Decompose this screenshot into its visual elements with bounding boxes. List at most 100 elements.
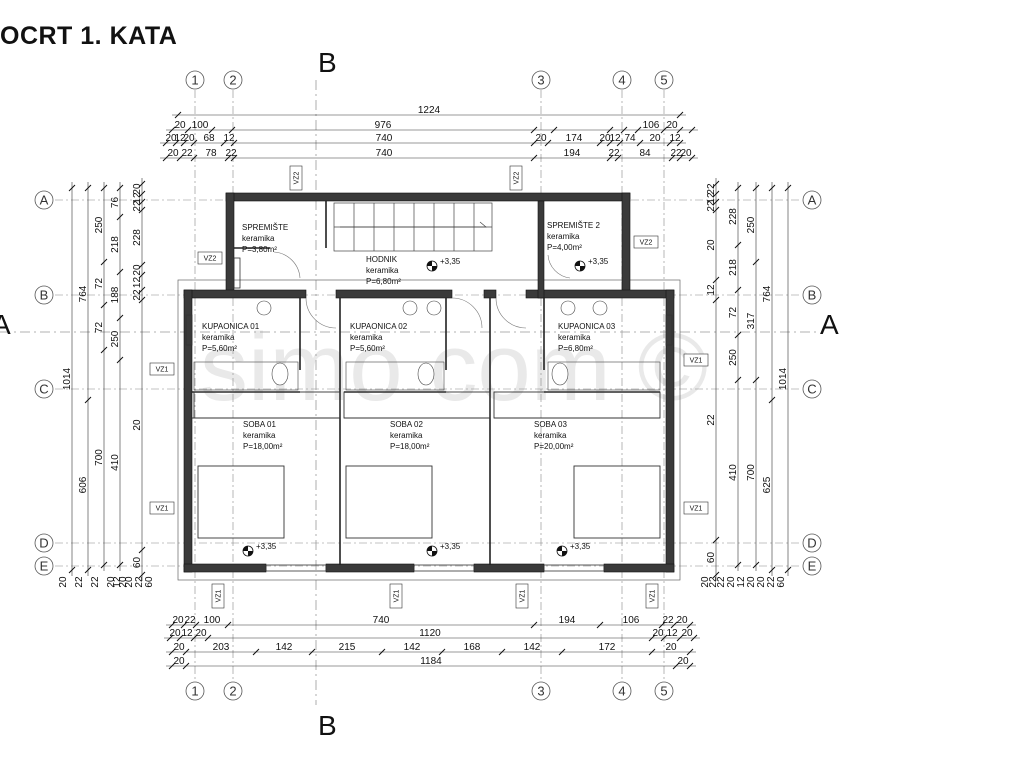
dim-top: 20	[174, 120, 186, 131]
dim-right: 250	[728, 349, 739, 366]
axis-label-row: B	[808, 288, 817, 303]
axis-bubble	[531, 70, 551, 90]
dim-top: 106	[643, 120, 660, 131]
vent-label: VZ2	[640, 240, 653, 247]
room-area: P=20,00m²	[534, 442, 574, 451]
dim-right: 22	[706, 200, 717, 212]
vent-tag	[149, 362, 175, 376]
dim-top: 78	[205, 148, 217, 159]
dim-bottom: 100	[204, 615, 221, 626]
axis-bubble	[185, 681, 205, 701]
axis-bubble	[34, 285, 54, 305]
section-label-right-a: A	[820, 309, 839, 340]
vent-tag	[683, 353, 709, 367]
dim-right-bottom: 20	[746, 576, 757, 588]
dim-right: 625	[762, 476, 773, 493]
dim-right: 700	[746, 464, 757, 481]
dim-left: 20	[132, 264, 143, 276]
room-finish: keramika	[547, 232, 580, 241]
vent-tag	[683, 501, 709, 515]
dim-left: 20	[132, 419, 143, 431]
dim-right: 72	[728, 307, 739, 319]
vent-tag	[289, 165, 303, 191]
dim-right-bottom: 20	[756, 576, 767, 588]
dim-left: 12	[132, 192, 143, 204]
dim-bottom: 12	[666, 628, 678, 639]
axis-bubble	[802, 285, 822, 305]
dim-bottom: 20	[169, 628, 181, 639]
dim-bottom: 106	[623, 615, 640, 626]
dim-bottom: 20	[676, 615, 688, 626]
dim-left: 764	[78, 285, 89, 302]
dim-right-bottom: 22	[708, 576, 719, 588]
axis-label-row: D	[39, 536, 48, 551]
axis-label-column: 2	[229, 684, 236, 699]
dim-left-bottom: 20	[58, 576, 69, 588]
room-name: KUPAONICA 01	[202, 322, 260, 331]
section-label-top-b: B	[318, 47, 337, 78]
dim-bottom: 20	[665, 642, 677, 653]
dim-bottom: 142	[524, 642, 541, 653]
dim-top: 20	[165, 133, 177, 144]
dim-left: 228	[132, 229, 143, 246]
vent-tag	[149, 501, 175, 515]
axis-bubble	[802, 556, 822, 576]
level-value: +3,35	[570, 542, 591, 551]
dim-bottom: 1120	[419, 628, 441, 639]
dim-left: 72	[94, 322, 105, 334]
dim-left-bottom: 20	[106, 576, 117, 588]
axis-bubble	[802, 379, 822, 399]
dim-left: 250	[94, 216, 105, 233]
room-area: P=5,60m²	[202, 344, 237, 353]
dim-left: 188	[110, 286, 121, 303]
dim-top: 68	[203, 133, 215, 144]
axis-label-row: A	[40, 193, 49, 208]
dim-top: 20	[599, 133, 611, 144]
room-finish: keramika	[558, 333, 591, 342]
dim-left: 60	[132, 557, 143, 569]
dim-right: 12	[706, 192, 717, 204]
vent-tag	[645, 583, 659, 609]
dim-bottom: 203	[213, 642, 230, 653]
axis-bubble	[654, 70, 674, 90]
dim-right: 410	[728, 464, 739, 481]
room-finish: keramika	[243, 431, 276, 440]
dim-top: 22	[670, 148, 682, 159]
room-name: SOBA 01	[243, 420, 276, 429]
dim-bottom: 20	[195, 628, 207, 639]
dim-top: 12	[609, 133, 621, 144]
vent-label: VZ1	[216, 589, 223, 602]
axis-bubble	[34, 533, 54, 553]
vent-tag	[509, 165, 523, 191]
room-name: KUPAONICA 02	[350, 322, 408, 331]
dim-right: 250	[746, 216, 757, 233]
dim-bottom: 740	[373, 615, 390, 626]
dim-top: 100	[192, 120, 209, 131]
vent-label: VZ1	[650, 589, 657, 602]
dim-bottom: 20	[173, 642, 185, 653]
dim-left-bottom: 20	[118, 576, 129, 588]
dim-bottom: 12	[181, 628, 193, 639]
axis-label-row: C	[807, 382, 816, 397]
room-area: P=5,60m²	[350, 344, 385, 353]
dim-top: 12	[669, 133, 681, 144]
axis-label-row: E	[808, 559, 817, 574]
vent-label: VZ2	[204, 256, 217, 263]
vent-label: VZ1	[394, 589, 401, 602]
room-name: KUPAONICA 03	[558, 322, 616, 331]
vent-tag	[197, 251, 223, 265]
axis-label-column: 5	[660, 684, 667, 699]
vent-label: VZ2	[294, 171, 301, 184]
dim-top: 84	[639, 148, 651, 159]
section-label-bottom-b: B	[318, 710, 337, 741]
dim-right: 20	[706, 239, 717, 251]
dim-left-bottom: 22	[90, 576, 101, 588]
dim-left-bottom: 22	[74, 576, 85, 588]
dim-top: 174	[566, 133, 583, 144]
room-finish: keramika	[202, 333, 235, 342]
dim-right-bottom: 20	[726, 576, 737, 588]
page-title: OCRT 1. KATA	[0, 22, 178, 50]
vent-label: VZ1	[690, 506, 703, 513]
room-finish: keramika	[390, 431, 423, 440]
